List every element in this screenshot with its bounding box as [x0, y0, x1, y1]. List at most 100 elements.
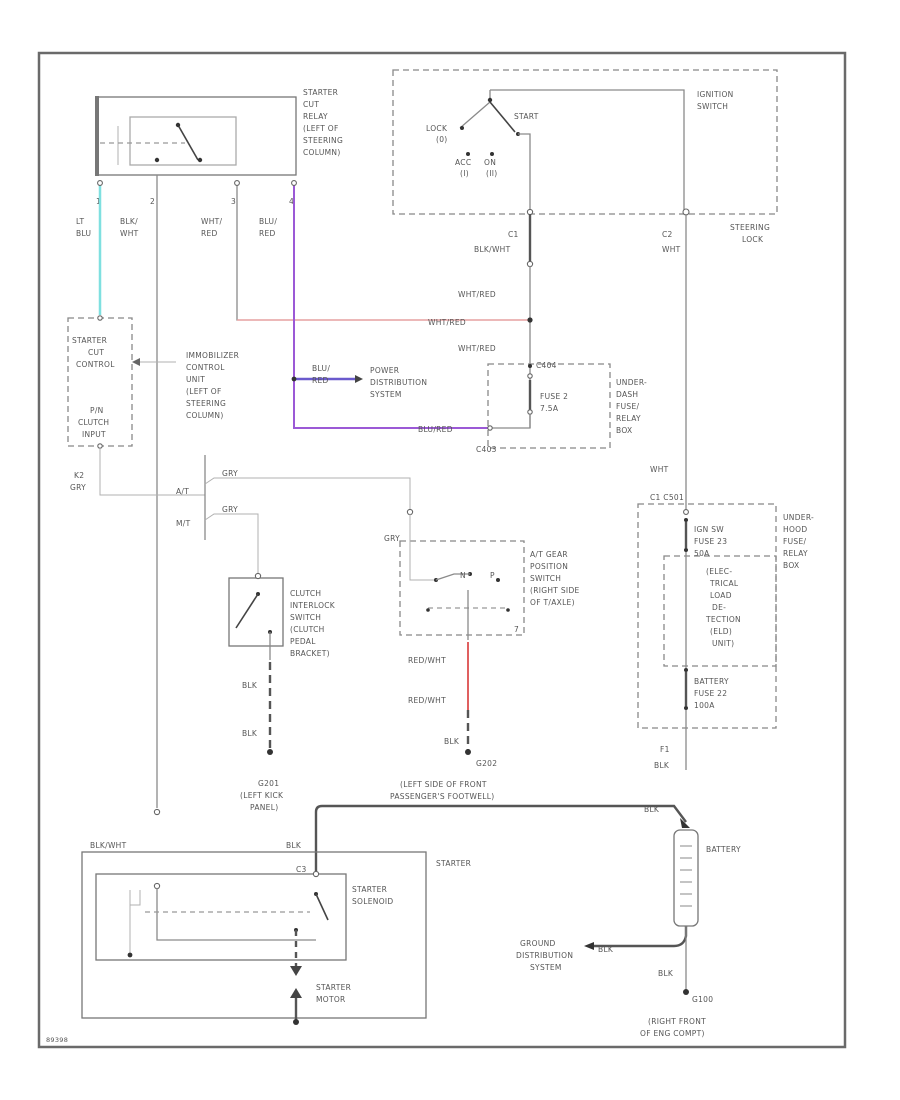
svg-text:HOOD: HOOD [783, 525, 807, 534]
svg-text:STEERING: STEERING [730, 223, 770, 232]
f1-label: F1 BLK [654, 745, 670, 770]
svg-text:BLK: BLK [654, 761, 670, 770]
svg-text:(LEFT SIDE OF FRONT: (LEFT SIDE OF FRONT [400, 780, 487, 789]
c-starter-label: C3 [296, 865, 307, 874]
ground-distribution-label: GROUND DISTRIBUTION SYSTEM [516, 939, 573, 972]
svg-text:GROUND: GROUND [520, 939, 556, 948]
starter-box [81, 851, 427, 1019]
svg-text:CUT: CUT [88, 348, 104, 357]
svg-text:CUT: CUT [303, 100, 319, 109]
svg-text:GRY: GRY [70, 483, 86, 492]
starter-solenoid-label: STARTER SOLENOID [352, 885, 393, 906]
red-wht-label-2: RED/WHT [408, 696, 446, 705]
starter-cut-relay [95, 96, 297, 176]
svg-text:DISTRIBUTION: DISTRIBUTION [370, 378, 427, 387]
under-dash-fuse-box-label: UNDER- DASH FUSE/ RELAY BOX [616, 378, 647, 435]
at-gear-contacts [409, 514, 510, 640]
mt-grn-label: GRY [222, 505, 238, 514]
svg-text:IGNITION: IGNITION [697, 90, 734, 99]
svg-text:C2: C2 [662, 230, 673, 239]
power-distribution-label: POWER DISTRIBUTION SYSTEM [370, 366, 427, 399]
svg-text:FUSE/: FUSE/ [616, 402, 640, 411]
svg-text:BOX: BOX [616, 426, 632, 435]
blk-starter-label: BLK [286, 841, 302, 850]
svg-text:DE-: DE- [712, 603, 726, 612]
under-dash-fuse-box [487, 363, 611, 449]
svg-text:MOTOR: MOTOR [316, 995, 346, 1004]
g201-label: G201 (LEFT KICK PANEL) [240, 779, 284, 812]
blk-at-label: BLK [444, 737, 460, 746]
svg-text:BLK/WHT: BLK/WHT [474, 245, 511, 254]
svg-text:SWITCH: SWITCH [697, 102, 728, 111]
svg-text:(LEFT KICK: (LEFT KICK [240, 791, 284, 800]
svg-text:STEERING: STEERING [303, 136, 343, 145]
svg-text:BLU/: BLU/ [259, 217, 277, 226]
starter-cut-relay-label: STARTER CUT RELAY (LEFT OF STEERING COLU… [303, 88, 343, 157]
svg-text:4: 4 [289, 197, 294, 206]
clutch-interlock-label: CLUTCH INTERLOCK SWITCH (CLUTCH PEDAL BR… [290, 589, 336, 658]
at-gear-switch-label: A/T GEAR POSITION SWITCH (RIGHT SIDE OF … [530, 550, 579, 607]
plate-number: 89398 [46, 1036, 68, 1044]
svg-text:UNIT: UNIT [186, 375, 205, 384]
g100-label: G100 [692, 995, 713, 1004]
svg-text:LOCK: LOCK [426, 124, 448, 133]
under-hood-fuses [683, 509, 689, 770]
blk-label-2: BLK [242, 729, 258, 738]
g202-label: G202 [476, 759, 497, 768]
svg-text:STARTER: STARTER [303, 88, 338, 97]
svg-text:RELAY: RELAY [616, 414, 641, 423]
svg-text:CONTROL: CONTROL [76, 360, 115, 369]
svg-text:G201: G201 [258, 779, 279, 788]
ignition-switch-label: IGNITION SWITCH [697, 90, 734, 111]
blk-wht-starter-label: BLK/WHT [90, 841, 127, 850]
svg-text:CONTROL: CONTROL [186, 363, 225, 372]
svg-text:COLUMN): COLUMN) [186, 411, 224, 420]
fuse-2 [487, 364, 533, 431]
svg-text:BLU: BLU [76, 229, 91, 238]
blk-label-1: BLK [242, 681, 258, 690]
blu-red-fuse-label: BLU/RED [418, 425, 453, 434]
svg-text:(ELD): (ELD) [710, 627, 732, 636]
at-gear-position-switch [399, 540, 525, 636]
svg-text:1: 1 [96, 197, 101, 206]
svg-text:CLUTCH: CLUTCH [78, 418, 109, 427]
c403-label: C403 [476, 445, 497, 454]
fuse-22-label: BATTERY FUSE 22 100A [694, 677, 729, 710]
svg-text:SYSTEM: SYSTEM [530, 963, 562, 972]
c-under-hood-label: C1 C501 [650, 493, 684, 502]
wht-red-label-2: WHT/RED [428, 318, 466, 327]
c404-label: C404 [536, 361, 557, 370]
svg-text:FUSE/: FUSE/ [783, 537, 807, 546]
svg-text:UNDER-: UNDER- [783, 513, 814, 522]
mt-label: M/T [176, 519, 191, 528]
svg-text:IGN SW: IGN SW [694, 525, 724, 534]
steering-lock-label: STEERING LOCK [730, 223, 770, 244]
svg-text:CLUTCH: CLUTCH [290, 589, 321, 598]
svg-text:K2: K2 [74, 471, 84, 480]
blu-red-relay-wire [293, 185, 492, 429]
blk-ground-dist-label: BLK [598, 945, 614, 954]
svg-text:DISTRIBUTION: DISTRIBUTION [516, 951, 573, 960]
battery [673, 829, 699, 927]
svg-text:BLK/: BLK/ [120, 217, 138, 226]
svg-text:BATTERY: BATTERY [694, 677, 729, 686]
svg-text:WHT: WHT [120, 229, 139, 238]
clutch-interlock-switch [228, 577, 284, 647]
svg-text:(CLUTCH: (CLUTCH [290, 625, 325, 634]
svg-text:PANEL): PANEL) [250, 803, 278, 812]
at-grn-label: GRY [222, 469, 238, 478]
svg-text:7.5A: 7.5A [540, 404, 559, 413]
clutch-switch-contacts [235, 572, 272, 660]
svg-text:UNIT): UNIT) [712, 639, 734, 648]
starter-cut-control-label: STARTER CUT CONTROL [72, 336, 115, 369]
svg-text:POWER: POWER [370, 366, 399, 375]
svg-text:FUSE 2: FUSE 2 [540, 392, 568, 401]
svg-text:3: 3 [231, 197, 236, 206]
g100-loc-label: (RIGHT FRONT OF ENG COMPT) [640, 1017, 706, 1038]
ignition-switch [459, 89, 685, 210]
svg-text:COLUMN): COLUMN) [303, 148, 341, 157]
ignition-switch-box [392, 69, 778, 215]
svg-text:100A: 100A [694, 701, 715, 710]
svg-text:P/N: P/N [90, 406, 104, 415]
